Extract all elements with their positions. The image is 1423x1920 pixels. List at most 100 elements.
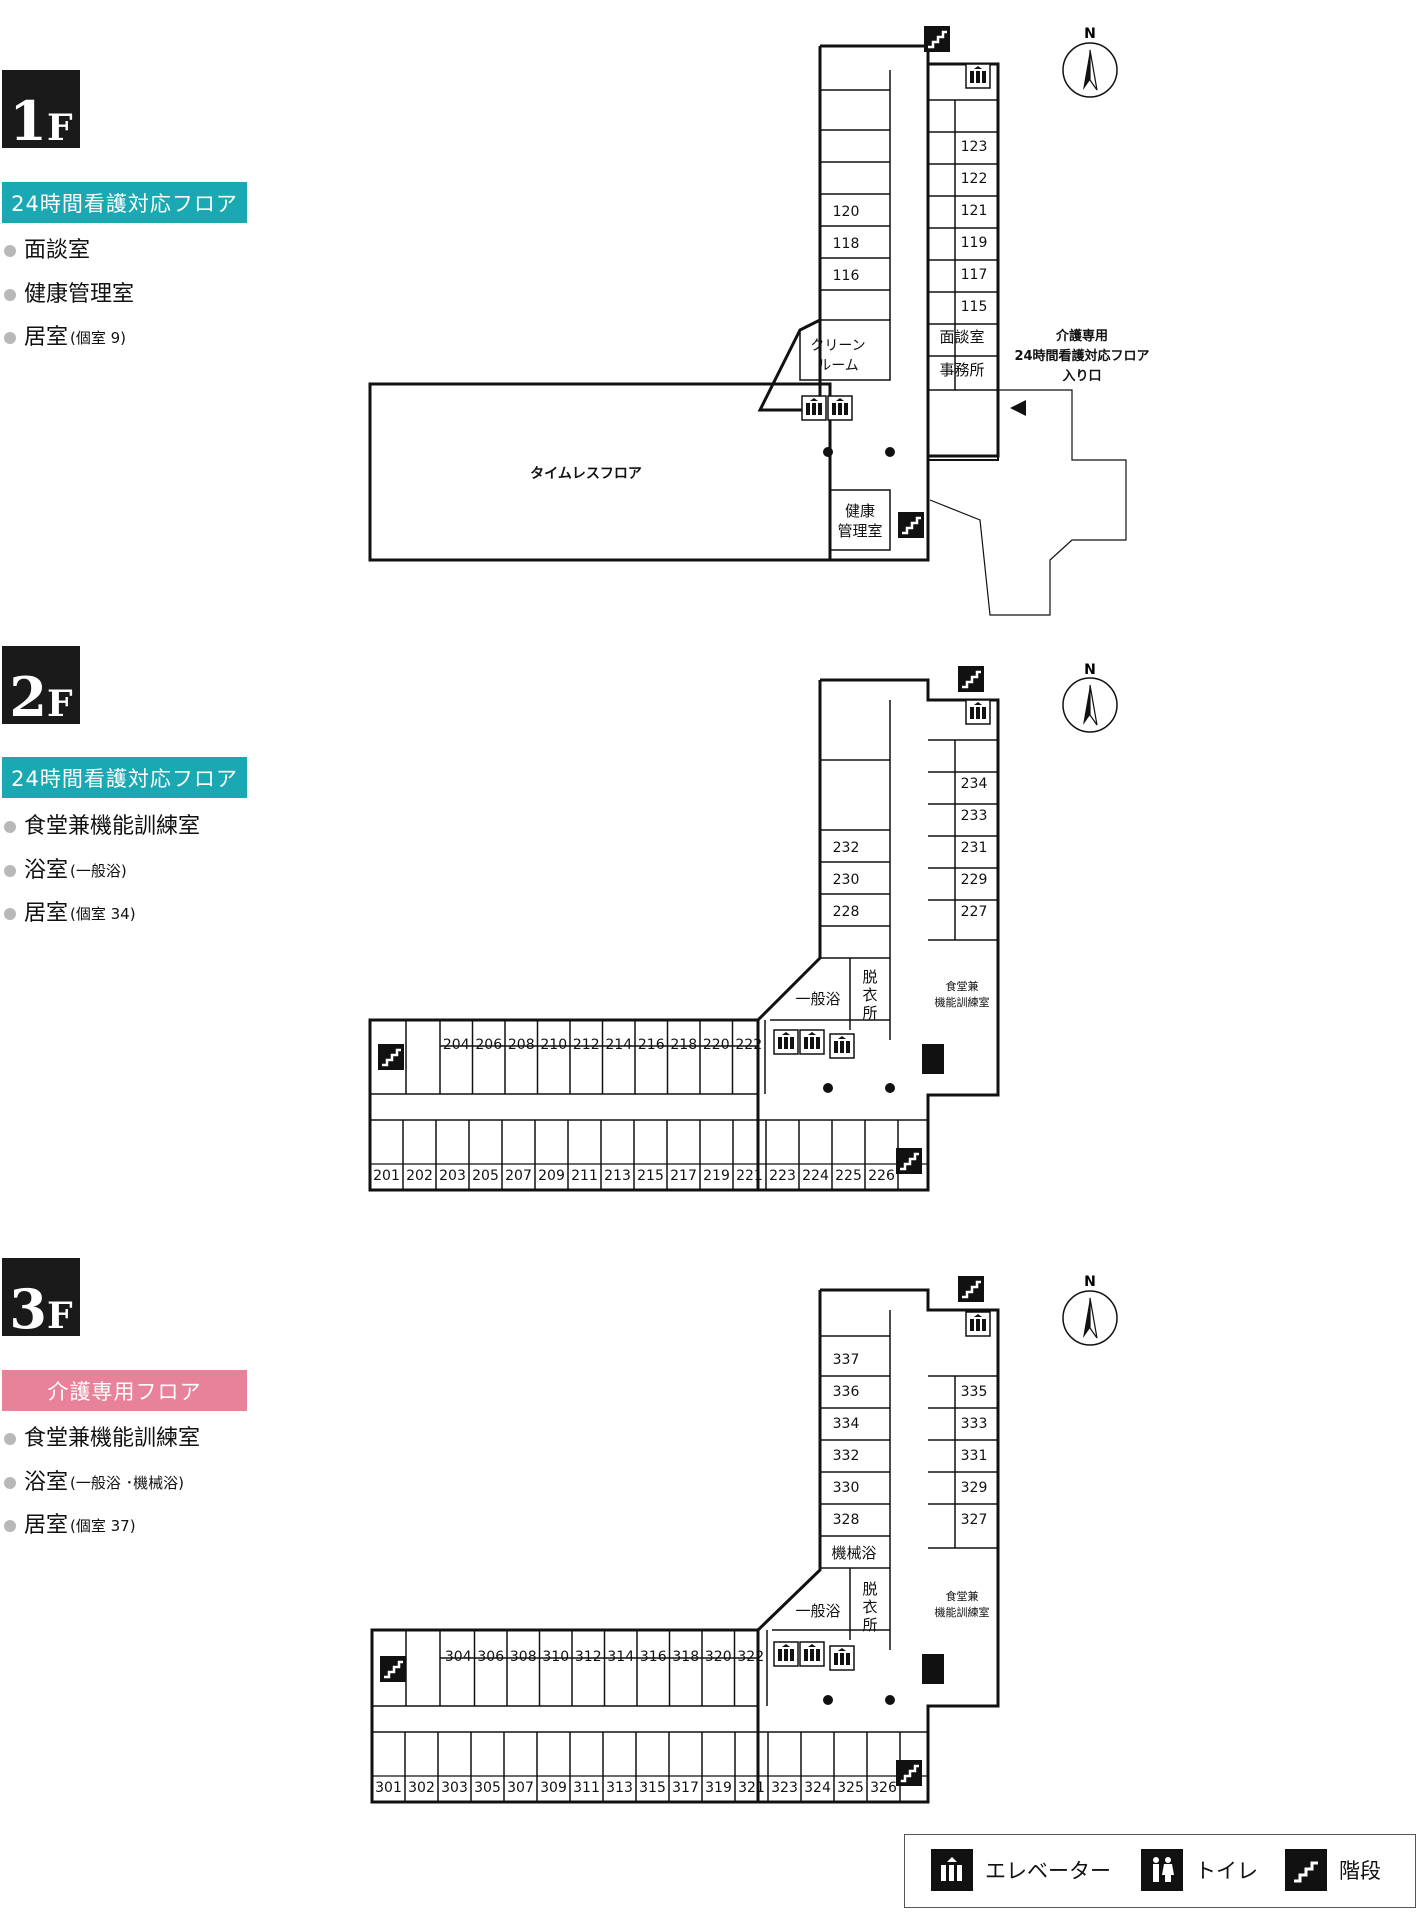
north-label: N <box>1084 26 1096 42</box>
room-label: 215 <box>637 1168 664 1184</box>
room-label: 119 <box>961 235 988 251</box>
bullet-icon <box>4 821 16 833</box>
room-label: 314 <box>607 1649 634 1665</box>
room-label: 206 <box>475 1037 502 1053</box>
room-label: 310 <box>542 1649 569 1665</box>
amenity-sub: (一般浴 ･機械浴) <box>70 1473 184 1492</box>
amenity-name: 浴室 <box>24 1470 69 1495</box>
room-label: 311 <box>573 1780 600 1796</box>
room-label: 229 <box>961 872 988 888</box>
room-label: 233 <box>961 808 988 824</box>
floor-suffix: F <box>47 1295 73 1337</box>
amenity-name: 食堂兼機能訓練室 <box>24 814 201 839</box>
room-label: 121 <box>961 203 988 219</box>
room-label: 212 <box>573 1037 600 1053</box>
plan-1f <box>368 44 1127 616</box>
room-label: 318 <box>672 1649 699 1665</box>
floor-tag-1f: 24時間看護対応フロア <box>2 182 247 223</box>
room-label: 323 <box>771 1780 798 1796</box>
room-label: 336 <box>833 1384 860 1400</box>
room-label: 331 <box>961 1448 988 1464</box>
amenity-name: 居室 <box>24 1513 69 1538</box>
room-label: 316 <box>640 1649 667 1665</box>
room-label: 227 <box>961 904 988 920</box>
room-label: 201 <box>373 1168 400 1184</box>
floor-suffix: F <box>47 683 73 725</box>
room-label: 203 <box>439 1168 466 1184</box>
amenity-name: 居室 <box>24 901 69 926</box>
room-label: 209 <box>538 1168 565 1184</box>
room-label: 204 <box>443 1037 470 1053</box>
amenity-name: 食堂兼機能訓練室 <box>24 1426 201 1451</box>
elevator-icon <box>931 1849 973 1891</box>
floor-number: 3 <box>9 1277 47 1341</box>
legend-stairs-label: 階段 <box>1339 1859 1381 1883</box>
room-label: 317 <box>672 1780 699 1796</box>
room-label: 230 <box>833 872 860 888</box>
clean-room-label-2: ルーム <box>817 358 859 374</box>
amenity-3f-3: 居室(個室 37) <box>4 1515 136 1537</box>
room-label: 334 <box>833 1416 860 1432</box>
bullet-icon <box>4 1520 16 1532</box>
plan-2f <box>368 678 1000 1192</box>
room-label: 315 <box>639 1780 666 1796</box>
room-label: 202 <box>406 1168 433 1184</box>
room-label: 332 <box>833 1448 860 1464</box>
health-room-label-1: 健康 <box>845 502 875 520</box>
legend-elevator: エレベーター <box>931 1849 1111 1891</box>
toilet-icon <box>922 1044 944 1074</box>
room-label: 306 <box>477 1649 504 1665</box>
room-label: 207 <box>505 1168 532 1184</box>
room-label: 120 <box>833 204 860 220</box>
floor-number: 1 <box>9 89 47 153</box>
room-label: 333 <box>961 1416 988 1432</box>
bath-label: 一般浴 <box>795 1602 840 1620</box>
room-label: 325 <box>837 1780 864 1796</box>
amenity-2f-1: 食堂兼機能訓練室 <box>4 816 200 838</box>
legend-stairs: 階段 <box>1285 1849 1381 1891</box>
room-label: 232 <box>833 840 860 856</box>
room-label: 329 <box>961 1480 988 1496</box>
room-label: 301 <box>375 1780 402 1796</box>
bullet-icon <box>4 1433 16 1445</box>
entrance-label-1: 介護専用 <box>1055 328 1108 344</box>
amenity-3f-1: 食堂兼機能訓練室 <box>4 1428 200 1450</box>
entrance-label-2: 24時間看護対応フロア <box>1014 348 1149 364</box>
stairs-icon <box>1285 1849 1327 1891</box>
entrance-label-3: 入り口 <box>1062 369 1101 384</box>
legend-elevator-label: エレベーター <box>985 1859 1111 1883</box>
amenity-3f-2: 浴室(一般浴 ･機械浴) <box>4 1472 184 1494</box>
amenity-1f-3: 居室(個室 9) <box>4 327 126 349</box>
room-label: 234 <box>961 776 988 792</box>
legend-toilet-label: トイレ <box>1195 1859 1258 1883</box>
room-label: 319 <box>705 1780 732 1796</box>
dressing-label-2: 衣 <box>862 986 877 1004</box>
amenity-sub: (一般浴) <box>70 861 127 880</box>
floor-tag-2f: 24時間看護対応フロア <box>2 757 247 798</box>
room-label: 208 <box>508 1037 535 1053</box>
room-label: 117 <box>961 267 988 283</box>
room-label: 214 <box>605 1037 632 1053</box>
amenity-sub: (個室 9) <box>70 328 127 347</box>
floor-number: 2 <box>9 665 47 729</box>
timeless-floor-label: タイムレスフロア <box>530 466 642 482</box>
dressing-label-3: 所 <box>862 1004 877 1022</box>
bath-label: 一般浴 <box>795 990 840 1008</box>
room-label: 330 <box>833 1480 860 1496</box>
room-label: 305 <box>474 1780 501 1796</box>
legend: エレベーター トイレ 階段 <box>904 1834 1416 1908</box>
machine-bath-label: 機械浴 <box>831 1544 876 1562</box>
toilet-icon <box>922 1654 944 1684</box>
bullet-icon <box>4 289 16 301</box>
bullet-icon <box>4 245 16 257</box>
room-label: 217 <box>670 1168 697 1184</box>
amenity-1f-2: 健康管理室 <box>4 284 134 306</box>
room-label: 210 <box>540 1037 567 1053</box>
